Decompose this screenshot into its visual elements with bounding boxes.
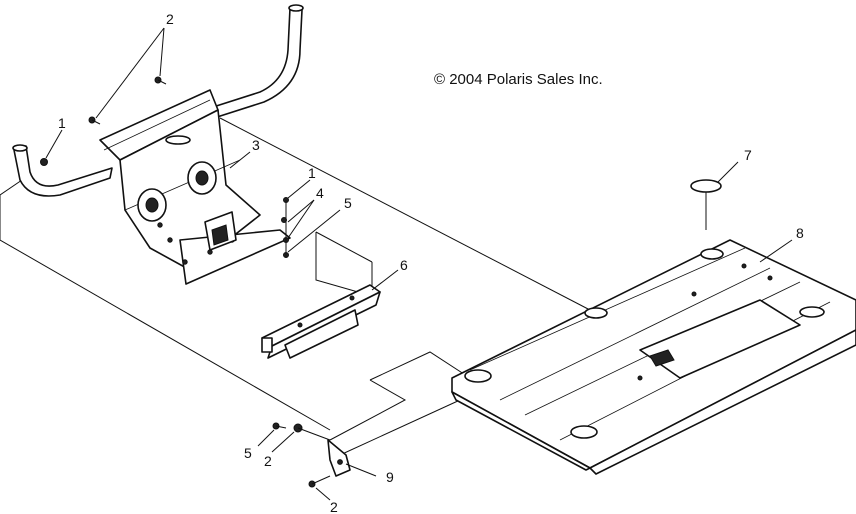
cap xyxy=(690,179,722,230)
callout-2: 2 xyxy=(166,11,174,27)
small-bracket xyxy=(327,439,351,477)
callout-3: 3 xyxy=(252,137,260,153)
callout-9: 9 xyxy=(386,469,394,485)
assembly-lines xyxy=(0,117,591,456)
callout-1: 1 xyxy=(308,165,316,181)
callout-5: 5 xyxy=(344,195,352,211)
front-rack-bracket xyxy=(12,4,304,285)
callout-2: 2 xyxy=(330,499,338,514)
callout-8: 8 xyxy=(796,225,804,241)
receiver-bracket xyxy=(261,284,381,359)
callout-6: 6 xyxy=(400,257,408,273)
callout-4: 4 xyxy=(316,185,324,201)
callout-7: 7 xyxy=(744,147,752,163)
callout-2: 2 xyxy=(264,453,272,469)
callout-5: 5 xyxy=(244,445,252,461)
cargo-frame xyxy=(451,239,856,475)
leader-lines xyxy=(45,27,793,501)
copyright-text: © 2004 Polaris Sales Inc. xyxy=(434,71,603,88)
callout-1: 1 xyxy=(58,115,66,131)
fasteners xyxy=(40,76,331,488)
